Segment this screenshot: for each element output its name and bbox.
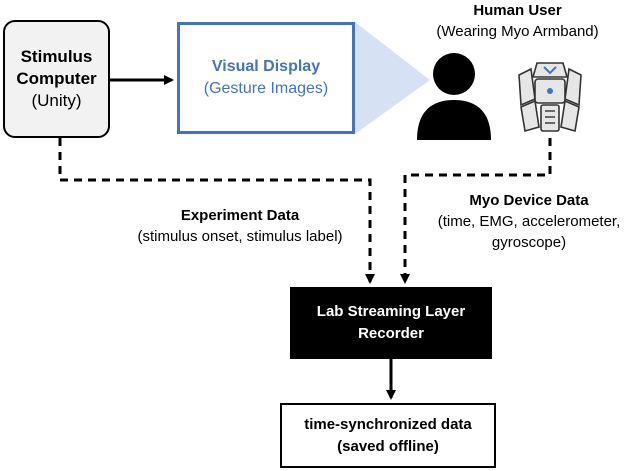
- stimulus-computer-title-line1: Stimulus: [20, 47, 93, 66]
- myo-device-data-detail-line2: gyroscope): [491, 234, 567, 251]
- myo-armband-icon: [518, 62, 582, 133]
- myo-device-data-label: Myo Device Data (time, EMG, acceleromete…: [418, 190, 640, 253]
- visual-display-box: Visual Display (Gesture Images): [177, 22, 355, 134]
- stimulus-computer-box: Stimulus Computer (Unity): [3, 20, 110, 138]
- visual-display-title: Visual Display: [211, 58, 321, 75]
- experiment-data-title: Experiment Data: [180, 207, 300, 224]
- person-icon: [417, 53, 491, 140]
- experiment-data-detail: (stimulus onset, stimulus label): [137, 228, 343, 245]
- recorder-line1: Lab Streaming Layer: [316, 303, 466, 320]
- lab-streaming-layer-recorder-box: Lab Streaming Layer Recorder: [290, 287, 492, 359]
- dashed-arrow-myo-device-data: [400, 138, 552, 284]
- visual-display-subtitle: (Gesture Images): [203, 80, 329, 97]
- human-user-label: Human User (Wearing Myo Armband): [395, 0, 640, 42]
- time-synchronized-data-box: time-synchronized data (saved offline): [280, 403, 496, 468]
- myo-device-data-detail-line1: (time, EMG, accelerometer,: [437, 213, 621, 230]
- output-line1: time-synchronized data: [304, 415, 472, 433]
- experiment-data-label: Experiment Data (stimulus onset, stimulu…: [120, 205, 360, 247]
- recorder-line2: Recorder: [358, 325, 424, 342]
- stimulus-computer-subtitle: (Unity): [31, 91, 82, 110]
- myo-device-data-title: Myo Device Data: [469, 192, 589, 209]
- human-user-title: Human User: [473, 2, 562, 19]
- display-projection-cone: [355, 22, 430, 134]
- output-line2: (saved offline): [337, 437, 439, 455]
- human-user-subtitle: (Wearing Myo Armband): [436, 23, 599, 40]
- stimulus-computer-title-line2: Computer: [16, 69, 97, 88]
- dashed-arrow-experiment-data: [58, 138, 375, 284]
